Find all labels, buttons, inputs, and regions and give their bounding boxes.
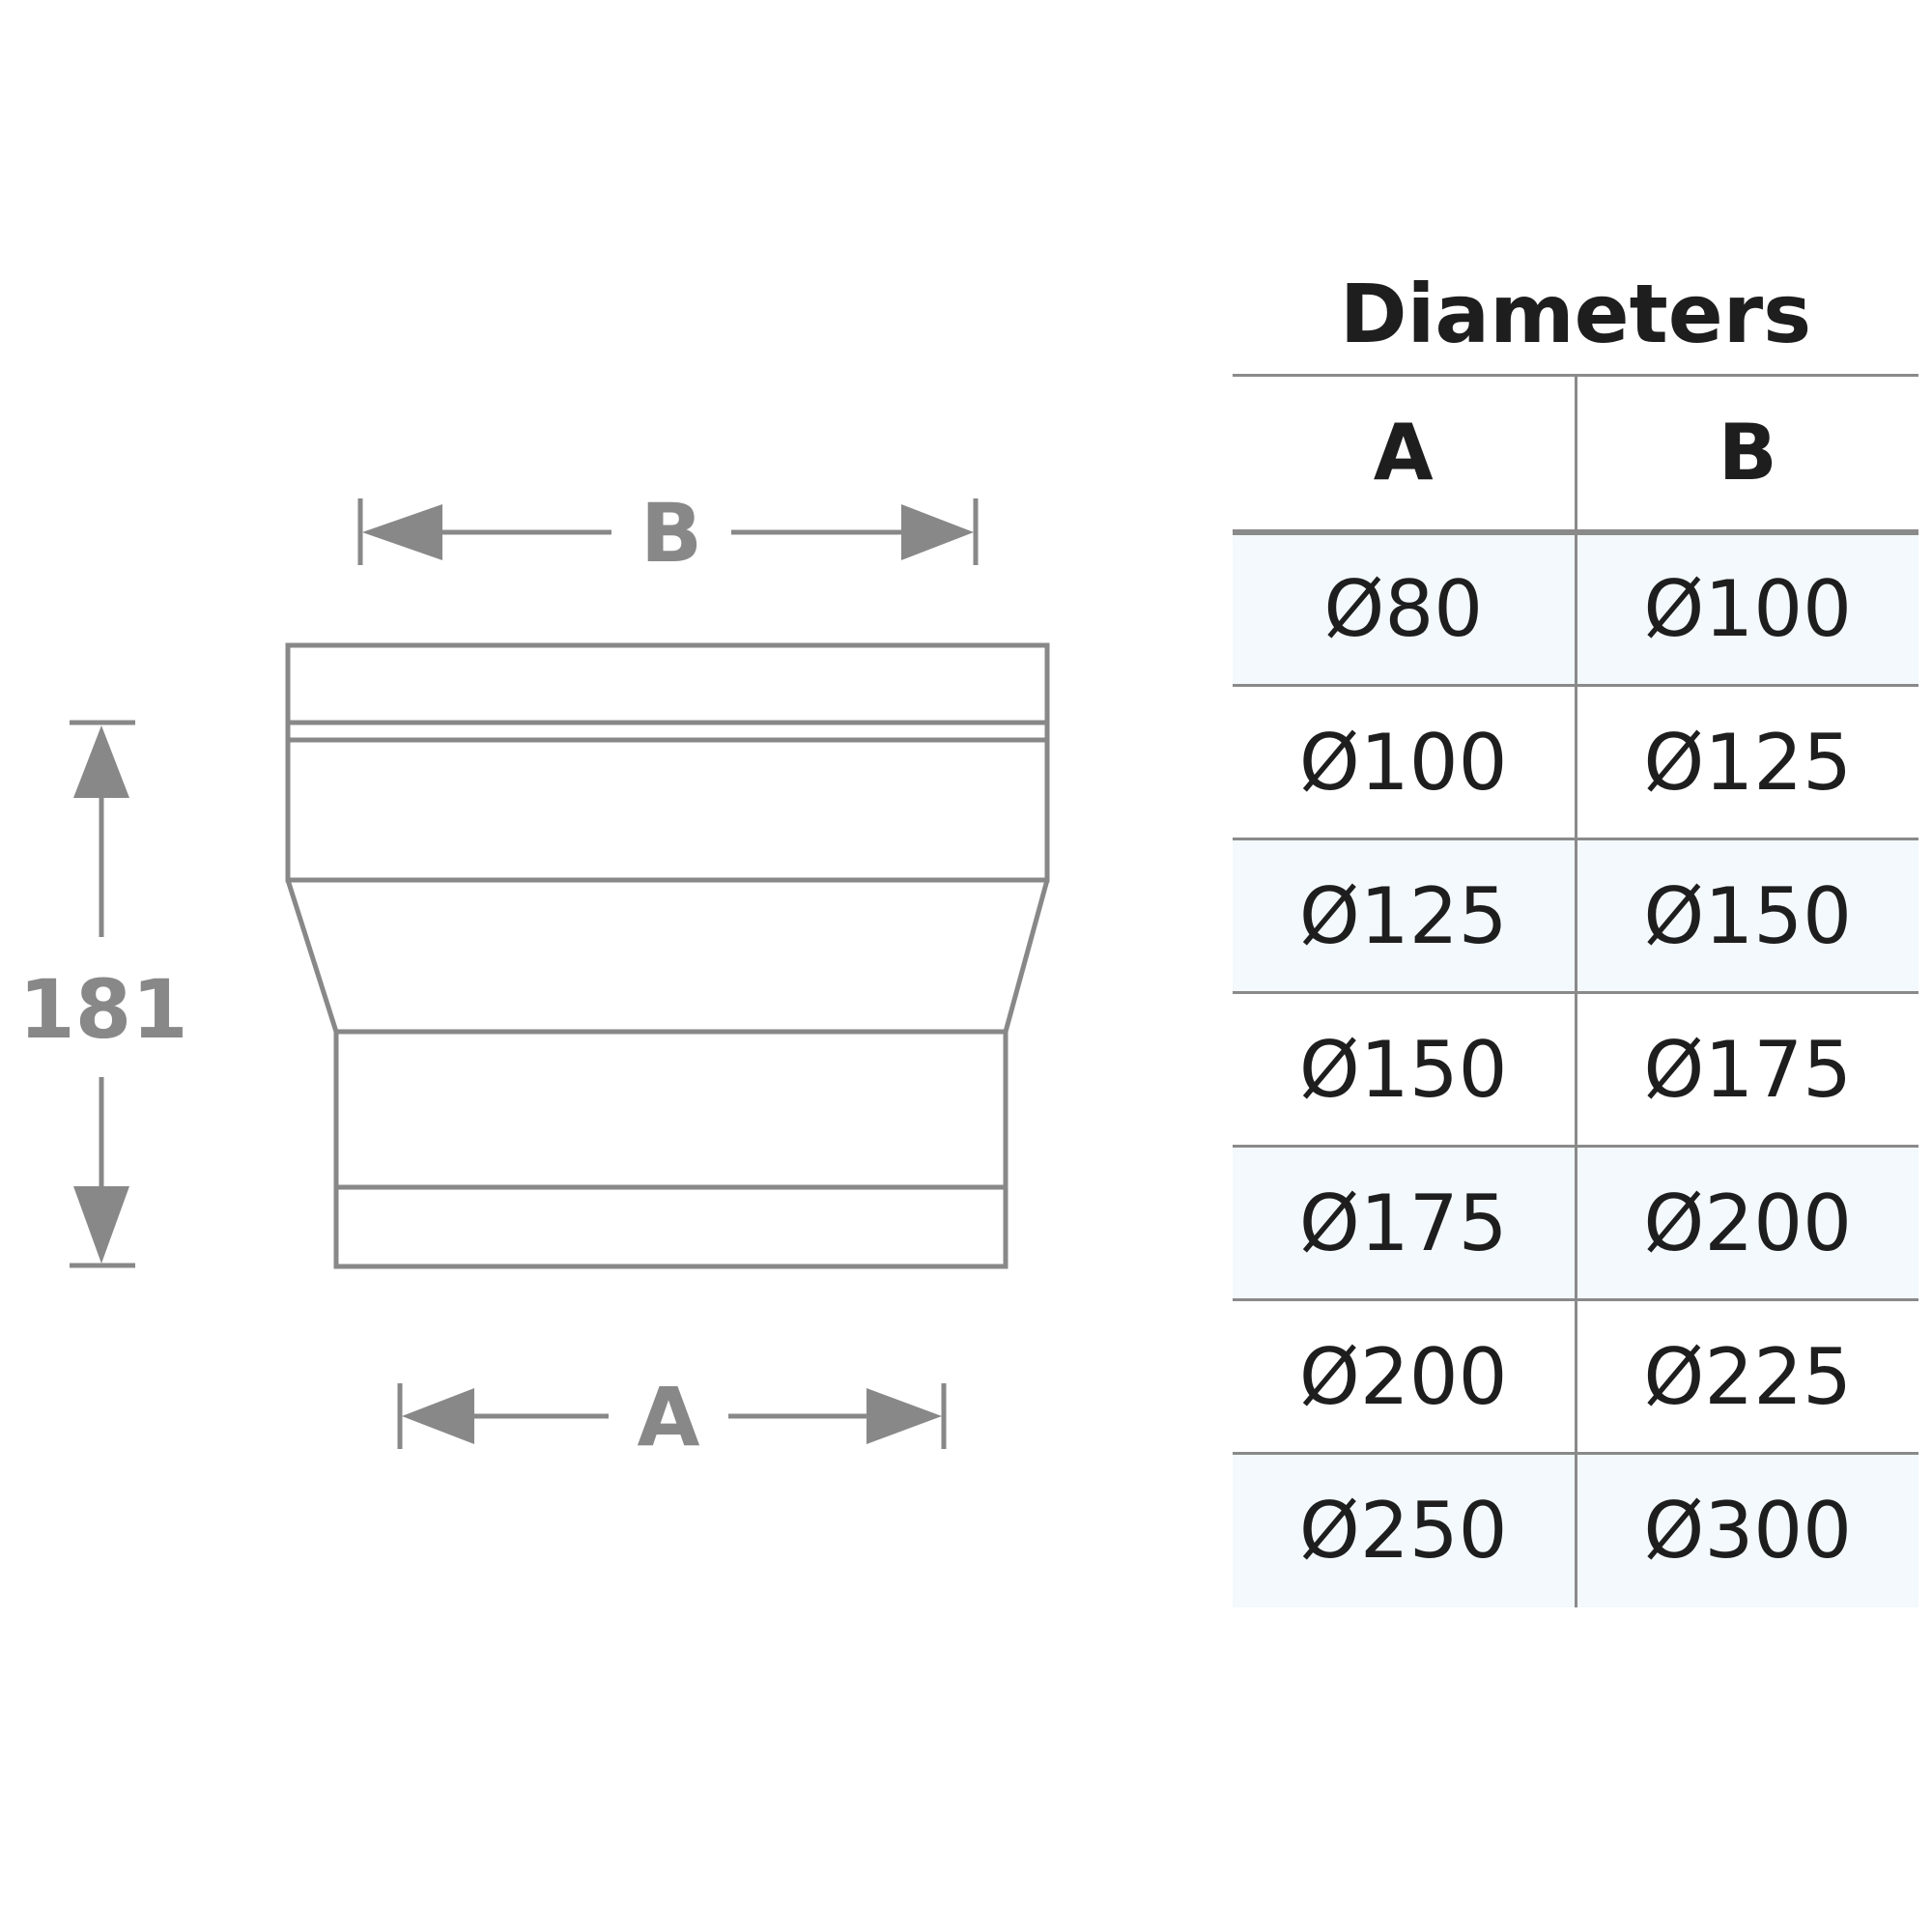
upper-collar bbox=[285, 642, 1050, 883]
lower-spigot bbox=[333, 1029, 1009, 1269]
dimension-b-label: B bbox=[640, 486, 702, 581]
table-header-row: A B bbox=[1233, 374, 1918, 535]
table-row: Ø200 Ø225 bbox=[1233, 1299, 1918, 1455]
cell-a: Ø250 bbox=[1233, 1453, 1577, 1607]
dimension-b-arrow-left bbox=[362, 504, 442, 560]
cell-a: Ø150 bbox=[1233, 992, 1577, 1148]
table-row: Ø250 Ø300 bbox=[1233, 1453, 1918, 1607]
cell-a: Ø80 bbox=[1233, 531, 1577, 687]
taper-section bbox=[285, 879, 1050, 1035]
height-arrow-top bbox=[73, 725, 129, 798]
cell-b: Ø225 bbox=[1576, 1299, 1918, 1455]
dimension-b: B bbox=[357, 486, 979, 581]
cell-a: Ø200 bbox=[1233, 1299, 1577, 1455]
cell-a: Ø175 bbox=[1233, 1146, 1577, 1301]
reducer-shape bbox=[285, 642, 1050, 1269]
column-header-a: A bbox=[1233, 374, 1577, 535]
dimension-a-arrow-left bbox=[402, 1388, 474, 1444]
height-label: 181 bbox=[18, 962, 187, 1057]
column-header-b: B bbox=[1576, 374, 1918, 535]
table-row: Ø175 Ø200 bbox=[1233, 1146, 1918, 1301]
table-row: Ø80 Ø100 bbox=[1233, 531, 1918, 687]
cell-b: Ø125 bbox=[1576, 685, 1918, 840]
cell-a: Ø100 bbox=[1233, 685, 1577, 840]
table-row: Ø100 Ø125 bbox=[1233, 685, 1918, 840]
dimension-a-arrow-right bbox=[867, 1388, 942, 1444]
cell-b: Ø175 bbox=[1576, 992, 1918, 1148]
table-title: Diameters bbox=[1339, 267, 1812, 361]
cell-a: Ø125 bbox=[1233, 838, 1577, 994]
dimension-b-arrow-right bbox=[901, 504, 974, 560]
cell-b: Ø150 bbox=[1576, 838, 1918, 994]
dimension-height: 181 bbox=[18, 720, 188, 1268]
diameters-table: A B Ø80 Ø100 Ø100 Ø125 Ø125 Ø150 Ø150 Ø1… bbox=[1233, 374, 1918, 1607]
table-row: Ø150 Ø175 bbox=[1233, 992, 1918, 1148]
height-arrow-bottom bbox=[73, 1186, 129, 1264]
cell-b: Ø200 bbox=[1576, 1146, 1918, 1301]
table-row: Ø125 Ø150 bbox=[1233, 838, 1918, 994]
dimension-a-label: A bbox=[637, 1370, 699, 1464]
dimension-a: A bbox=[397, 1370, 947, 1464]
cell-b: Ø100 bbox=[1576, 531, 1918, 687]
cell-b: Ø300 bbox=[1576, 1453, 1918, 1607]
